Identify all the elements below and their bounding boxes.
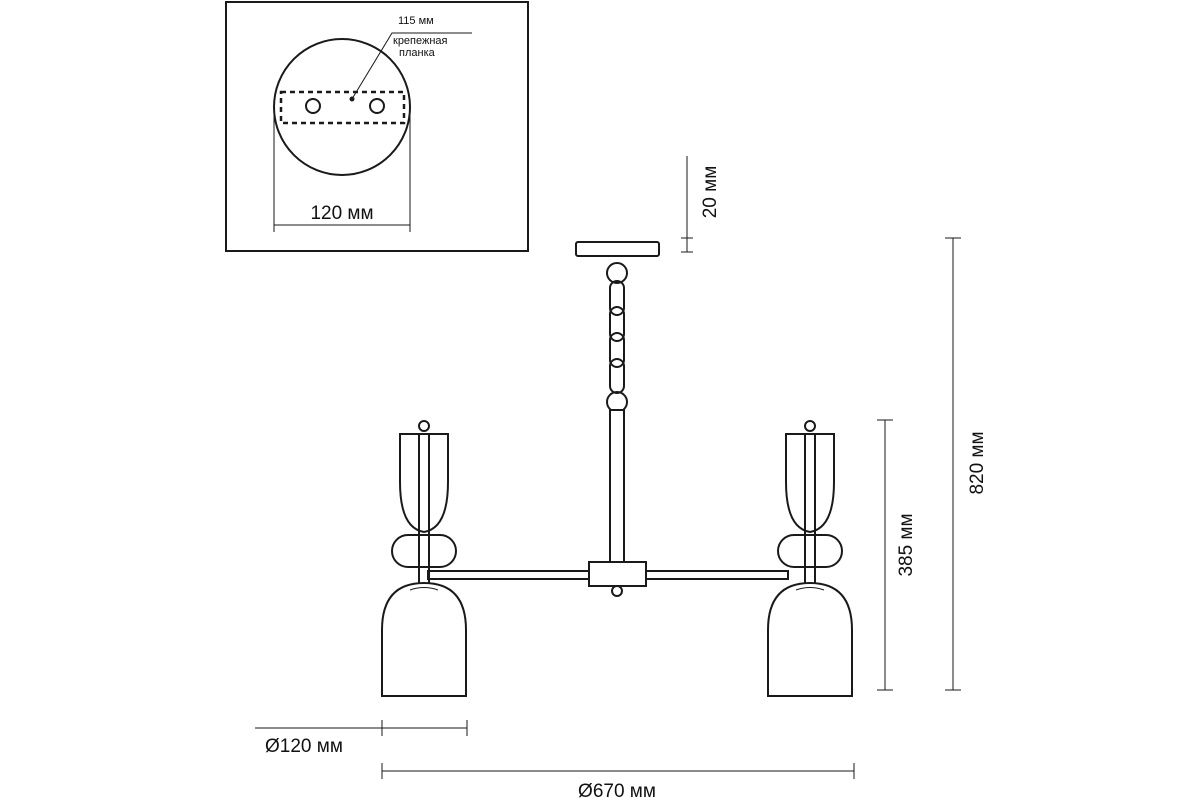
- body-height-label: 385 мм: [896, 513, 917, 576]
- central-hub: [588, 561, 647, 587]
- left-upper-glass: [399, 433, 449, 534]
- canopy-circle: [273, 38, 411, 176]
- total-height-dimension: 820 мм: [945, 237, 988, 691]
- right-lamp: [767, 420, 853, 697]
- mounting-hole-right: [369, 98, 385, 114]
- bracket-leader-line: [351, 32, 472, 100]
- bracket-name-label-line2: планка: [399, 47, 436, 59]
- overall-diameter-dimension: Ø670 мм: [381, 763, 855, 802]
- left-lamp: [381, 420, 467, 697]
- inset-frame: [225, 1, 529, 252]
- total-height-label: 820 мм: [967, 431, 988, 494]
- ceiling-canopy: [575, 241, 660, 257]
- chandelier-front-view: [381, 241, 853, 697]
- canopy-mounting-inset: 115 мм крепежная планка 120 мм: [225, 1, 529, 252]
- central-rod: [609, 409, 625, 563]
- right-glass-disc: [777, 534, 843, 568]
- left-lower-shade: [381, 581, 467, 697]
- left-glass-disc: [391, 534, 457, 568]
- hub-finial: [611, 585, 623, 597]
- canopy-thickness-label: 20 мм: [700, 166, 721, 219]
- body-height-dimension: 385 мм: [877, 419, 917, 691]
- shade-diameter-dimension: Ø120 мм: [255, 720, 468, 757]
- overall-diameter-label: Ø670 мм: [578, 781, 656, 800]
- bracket-length-label: 115 мм: [398, 15, 434, 27]
- suspension-chain: [606, 262, 628, 413]
- mounting-bracket: [279, 90, 406, 125]
- right-upper-glass: [785, 433, 835, 534]
- shade-diameter-label: Ø120 мм: [265, 736, 343, 757]
- canopy-thickness-dimension: 20 мм: [681, 156, 721, 253]
- bracket-name-label-line1: крепежная: [393, 35, 448, 47]
- right-lower-shade: [767, 581, 853, 697]
- mounting-hole-left: [305, 98, 321, 114]
- canopy-diameter-label: 120 мм: [310, 203, 373, 224]
